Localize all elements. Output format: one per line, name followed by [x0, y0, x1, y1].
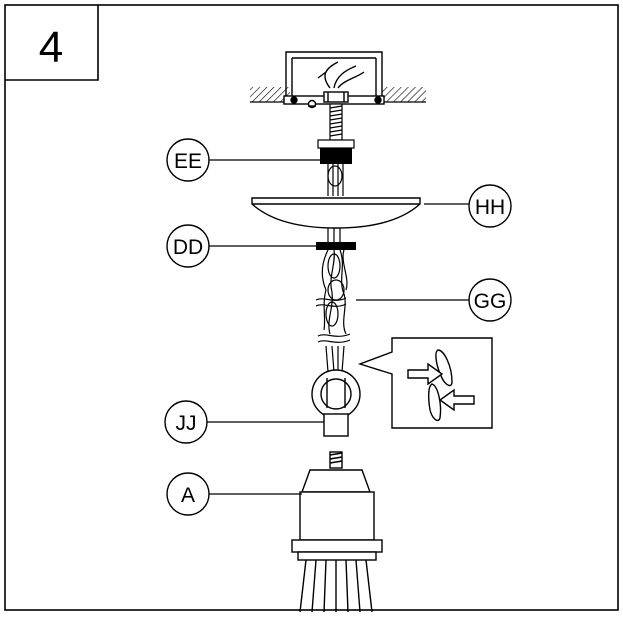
- canopy-hh: [251, 197, 421, 229]
- wire-clamp-dd: [316, 242, 356, 250]
- wire-bundle-upper: [327, 164, 344, 196]
- detail-inset: [357, 337, 493, 429]
- fixture-body-a: [291, 451, 383, 613]
- step-number: 4: [39, 23, 63, 72]
- callout-label-jj: JJ: [176, 412, 197, 435]
- callout-label-a: A: [181, 484, 195, 507]
- wire-bundle-lower: [325, 345, 345, 373]
- callout-jj: JJ: [164, 400, 324, 444]
- callout-a: A: [166, 472, 302, 516]
- coupling-nut-ee: [317, 139, 355, 164]
- ceiling-hatch-right: [382, 87, 426, 102]
- arrow-right-icon: [407, 362, 444, 386]
- threaded-nipple: [329, 103, 343, 141]
- callout-hh: HH: [424, 184, 512, 228]
- arrow-left-icon: [438, 388, 475, 412]
- ceiling-hatch-left: [250, 87, 290, 102]
- callout-ee: EE: [166, 138, 320, 182]
- callout-dd: DD: [166, 224, 316, 268]
- callout-label-hh: HH: [475, 196, 505, 219]
- callout-label-ee: EE: [174, 150, 202, 173]
- callout-label-dd: DD: [173, 236, 203, 259]
- loop-hook-jj: [311, 369, 361, 437]
- chain-gg: [315, 249, 351, 343]
- wire-bundle-mid: [327, 228, 341, 244]
- callout-gg: GG: [356, 278, 512, 322]
- hook-link-detail-icon: [435, 349, 453, 387]
- callout-label-gg: GG: [474, 290, 507, 313]
- step-badge: 4: [5, 5, 99, 81]
- junction-box: [283, 51, 385, 109]
- ceiling: [250, 87, 426, 103]
